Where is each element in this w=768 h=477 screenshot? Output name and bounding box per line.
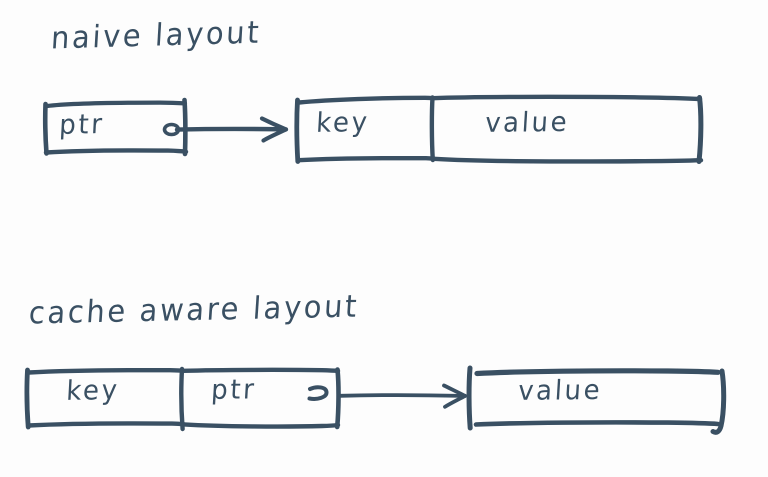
pointer-origin-hook-bottom <box>307 385 329 401</box>
ptr-box-top-outline <box>42 97 189 157</box>
key-value-box-top-outline <box>294 94 704 164</box>
value-label-top: value <box>484 107 571 140</box>
ptr-label-top: ptr <box>58 109 106 142</box>
naive-layout-title: naive layout <box>50 13 263 56</box>
naive-pointer-arrow <box>174 116 289 143</box>
cache-aware-layout-title: cache aware layout <box>27 287 361 331</box>
key-ptr-box-bottom-outline <box>24 366 341 432</box>
value-box-bottom-outline <box>466 365 727 435</box>
key-label-top: key <box>315 107 371 140</box>
value-label-bottom: value <box>517 375 604 408</box>
key-label-bottom: key <box>65 375 121 408</box>
ptr-label-bottom: ptr <box>210 374 258 407</box>
cache-aware-pointer-arrow <box>338 383 467 409</box>
